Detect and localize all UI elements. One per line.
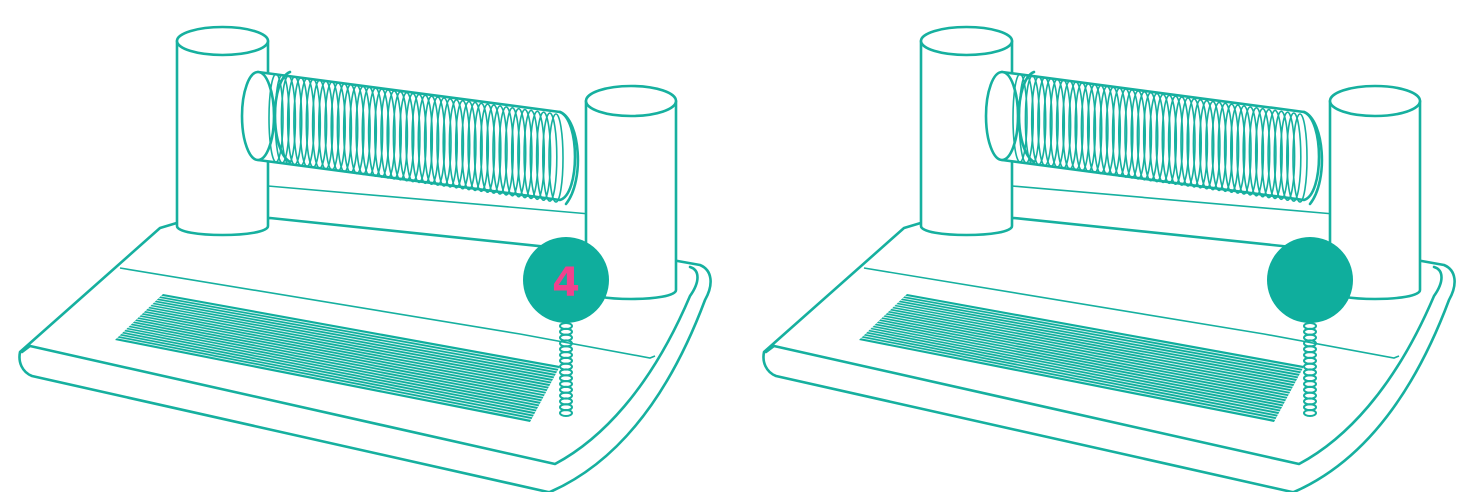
panel-right <box>764 27 1455 492</box>
step-number-label: 4 <box>552 260 580 306</box>
panel-left: 4 <box>20 27 711 492</box>
